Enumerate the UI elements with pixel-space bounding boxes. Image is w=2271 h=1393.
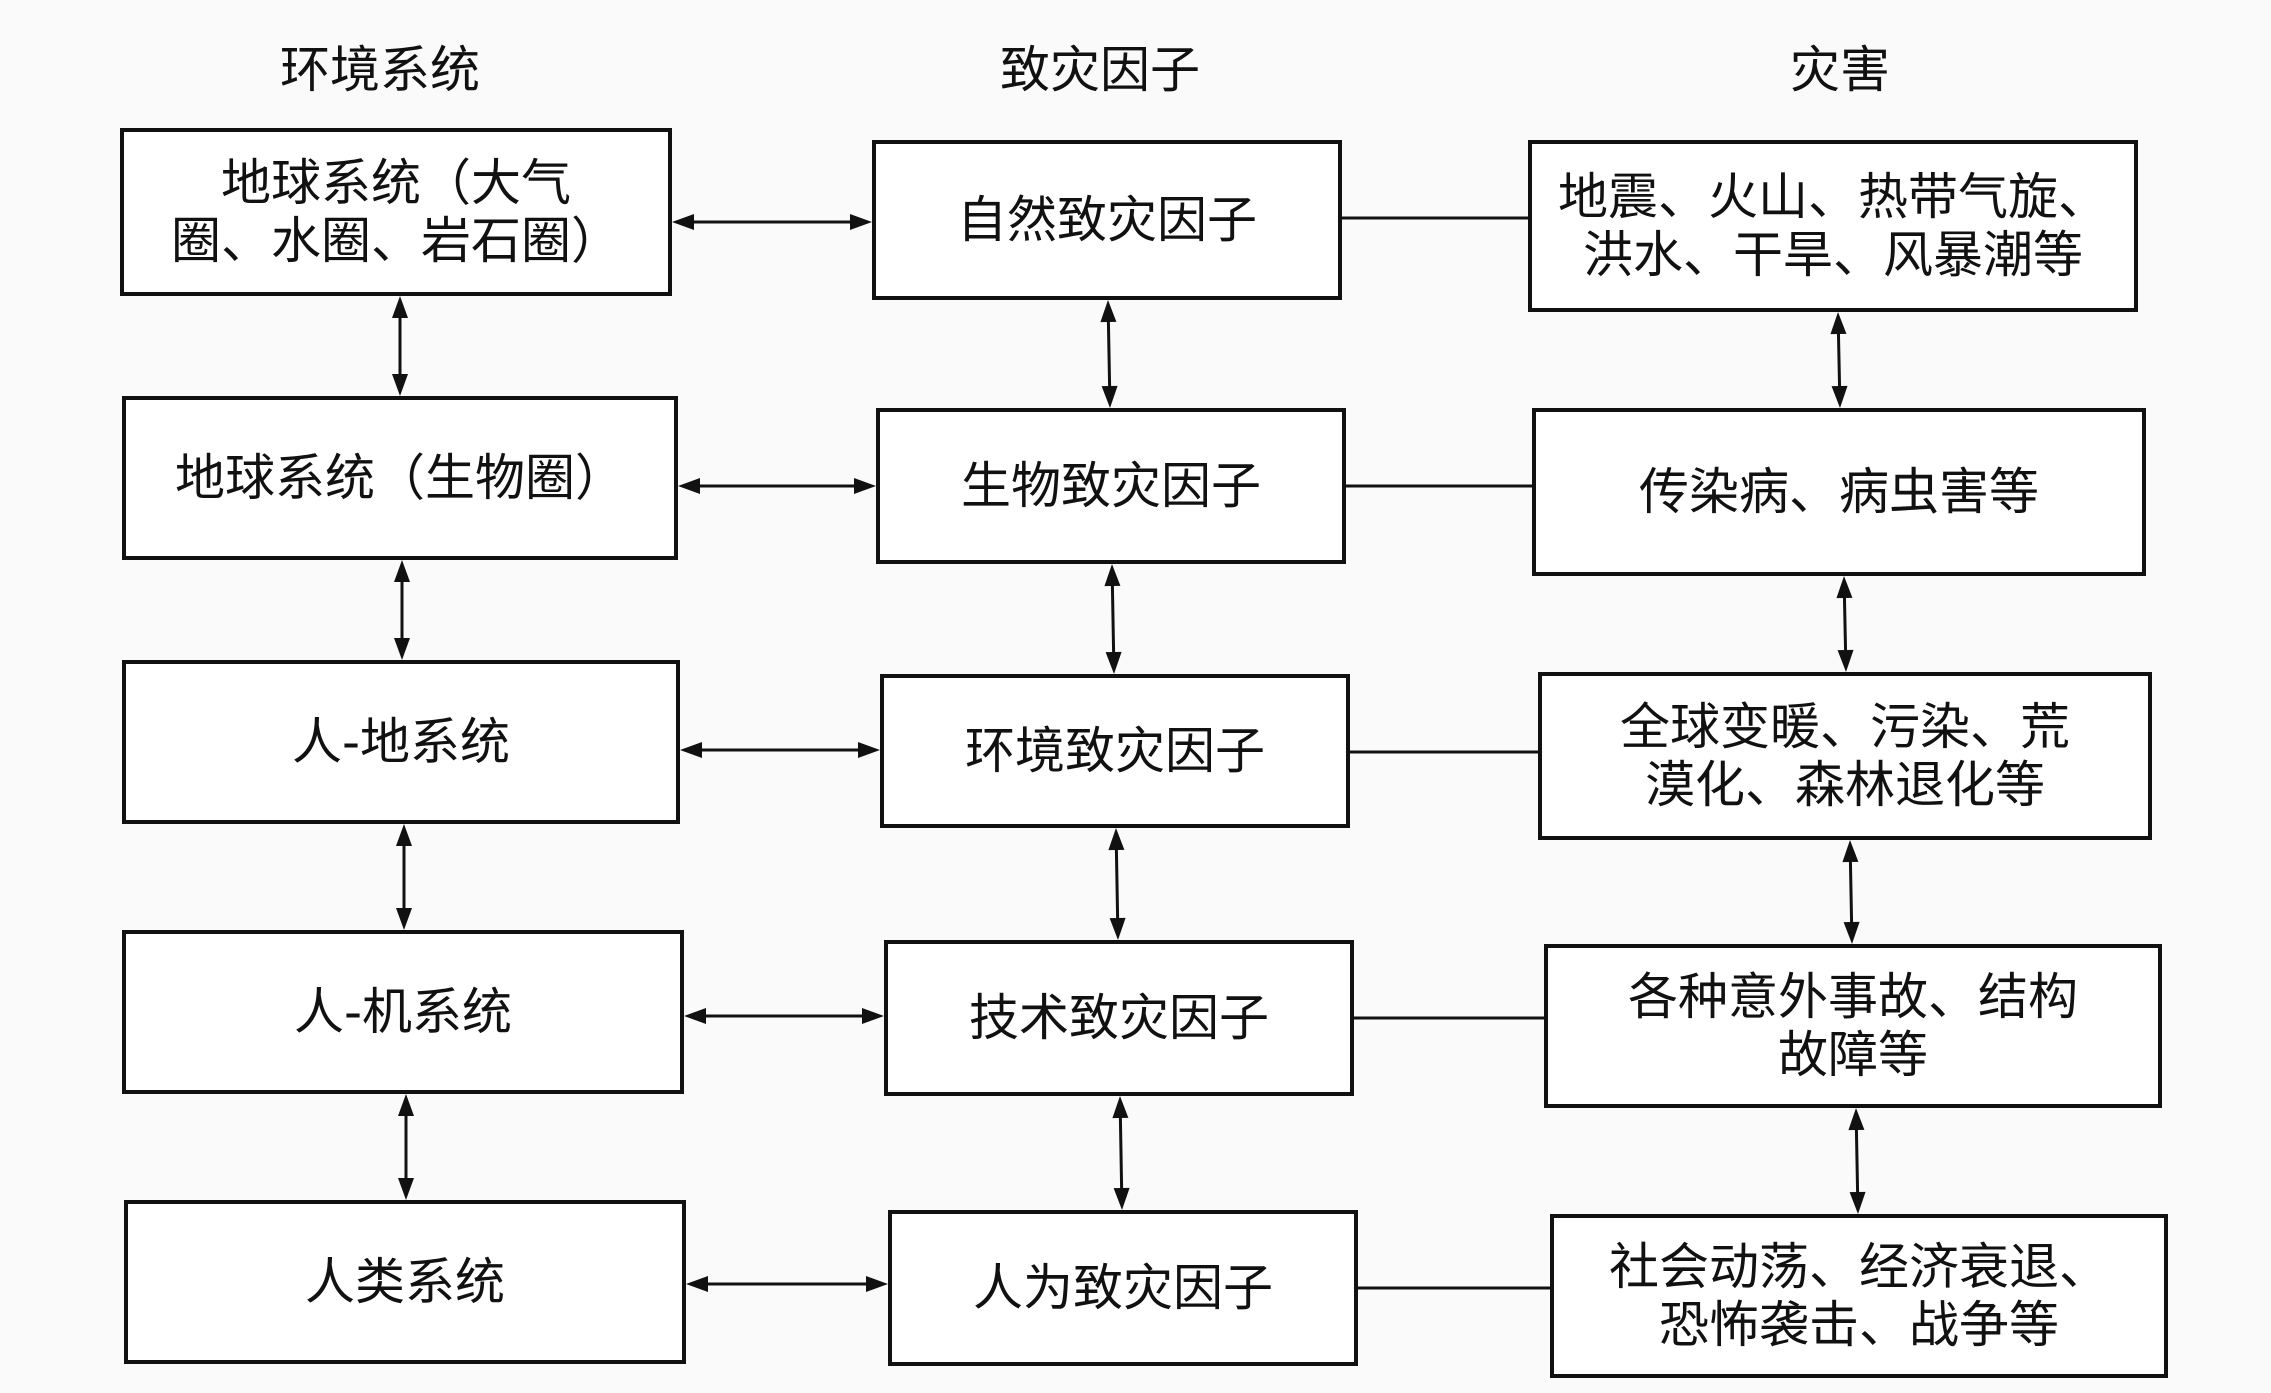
env-factor-arrow-row-5-head-end	[866, 1276, 888, 1292]
disaster-box-technological: 各种意外事故、结构 故障等	[1544, 944, 2162, 1108]
env-box-human-machine: 人-机系统	[122, 930, 684, 1094]
env-box-human: 人类系统	[124, 1200, 686, 1364]
disaster-vertical-arrow-3-head-start	[1842, 840, 1859, 863]
disaster-vertical-arrow-2-head-start	[1836, 576, 1853, 599]
env-vertical-arrow-4-head-end	[398, 1178, 414, 1200]
factor-vertical-arrow-2	[1110, 583, 1116, 655]
header-disasters: 灾害	[1790, 41, 1890, 99]
disaster-vertical-arrow-4-head-start	[1848, 1108, 1865, 1131]
disaster-vertical-arrow-3-head-end	[1843, 921, 1860, 944]
header-disaster-factors: 致灾因子	[1000, 41, 1200, 99]
disaster-box-environmental-line-2: 漠化、森林退化等	[1645, 756, 2045, 814]
disaster-vertical-arrow-4-head-end	[1849, 1191, 1866, 1214]
env-box-human-label: 人类系统	[305, 1253, 505, 1311]
env-factor-arrow-row-2-head-start	[678, 478, 700, 494]
disaster-box-natural: 地震、火山、热带气旋、 洪水、干旱、风暴潮等	[1528, 140, 2138, 312]
env-factor-arrow-row-4-head-start	[684, 1008, 706, 1024]
disaster-box-anthropogenic-line-2: 恐怖袭击、战争等	[1659, 1296, 2059, 1354]
factor-box-environmental-label: 环境致灾因子	[965, 722, 1265, 780]
factor-vertical-arrow-3-head-end	[1109, 917, 1126, 940]
disaster-vertical-arrow-2	[1842, 595, 1848, 653]
factor-vertical-arrow-1-head-start	[1100, 300, 1117, 323]
disaster-vertical-arrow-2-head-end	[1837, 649, 1854, 672]
factor-box-anthropogenic: 人为致灾因子	[888, 1210, 1358, 1366]
env-factor-arrow-row-3-head-end	[858, 742, 880, 758]
env-vertical-arrow-3-head-start	[396, 824, 412, 846]
factor-vertical-arrow-3	[1114, 847, 1120, 921]
env-box-human-earth: 人-地系统	[122, 660, 680, 824]
disaster-vertical-arrow-1-head-end	[1831, 385, 1848, 408]
factor-box-natural: 自然致灾因子	[872, 140, 1342, 300]
env-box-earth-biosphere-label: 地球系统（生物圈）	[175, 449, 625, 507]
factor-vertical-arrow-1	[1106, 319, 1112, 389]
env-factor-arrow-row-5-head-start	[686, 1276, 708, 1292]
factor-vertical-arrow-3-head-start	[1108, 828, 1125, 851]
disaster-box-anthropogenic: 社会动荡、经济衰退、 恐怖袭击、战争等	[1550, 1214, 2168, 1378]
factor-vertical-arrow-2-head-end	[1105, 651, 1122, 674]
env-vertical-arrow-1-head-start	[392, 296, 408, 318]
env-box-earth-physical: 地球系统（大气 圈、水圈、岩石圈）	[120, 128, 672, 296]
disaster-box-technological-line-1: 各种意外事故、结构	[1628, 968, 2078, 1026]
env-factor-arrow-row-1-head-start	[672, 214, 694, 230]
factor-vertical-arrow-4	[1118, 1115, 1124, 1191]
factor-box-natural-label: 自然致灾因子	[957, 191, 1257, 249]
factor-vertical-arrow-2-head-start	[1104, 564, 1121, 587]
factor-box-anthropogenic-label: 人为致灾因子	[973, 1259, 1273, 1317]
disaster-box-natural-line-2: 洪水、干旱、风暴潮等	[1583, 226, 2083, 284]
factor-box-technological: 技术致灾因子	[884, 940, 1354, 1096]
env-vertical-arrow-2-head-start	[394, 560, 410, 582]
factor-box-biological: 生物致灾因子	[876, 408, 1346, 564]
env-factor-arrow-row-3-head-start	[680, 742, 702, 758]
disaster-vertical-arrow-1	[1836, 331, 1842, 389]
env-vertical-arrow-2-head-end	[394, 638, 410, 660]
factor-vertical-arrow-4-head-end	[1113, 1187, 1130, 1210]
env-vertical-arrow-4-head-start	[398, 1094, 414, 1116]
factor-vertical-arrow-1-head-end	[1101, 385, 1118, 408]
env-box-earth-physical-line-1: 地球系统（大气	[221, 154, 571, 212]
disaster-box-technological-line-2: 故障等	[1778, 1026, 1928, 1084]
env-box-human-machine-label: 人-机系统	[293, 983, 513, 1041]
factor-box-technological-label: 技术致灾因子	[969, 989, 1269, 1047]
env-vertical-arrow-1-head-end	[392, 374, 408, 396]
factor-vertical-arrow-4-head-start	[1112, 1096, 1129, 1119]
env-factor-arrow-row-4-head-end	[862, 1008, 884, 1024]
disaster-box-natural-line-1: 地震、火山、热带气旋、	[1558, 168, 2108, 226]
env-box-human-earth-label: 人-地系统	[291, 713, 511, 771]
disaster-vertical-arrow-4	[1854, 1127, 1860, 1195]
disaster-box-environmental: 全球变暖、污染、荒 漠化、森林退化等	[1538, 672, 2152, 840]
env-box-earth-biosphere: 地球系统（生物圈）	[122, 396, 678, 560]
disaster-box-biological-label: 传染病、病虫害等	[1639, 463, 2039, 521]
env-box-earth-physical-line-2: 圈、水圈、岩石圈）	[171, 212, 621, 270]
env-factor-arrow-row-1-head-end	[850, 214, 872, 230]
header-environment-system: 环境系统	[280, 41, 480, 99]
factor-box-biological-label: 生物致灾因子	[961, 457, 1261, 515]
disaster-vertical-arrow-1-head-start	[1830, 312, 1847, 335]
disaster-box-environmental-line-1: 全球变暖、污染、荒	[1620, 698, 2070, 756]
env-vertical-arrow-3-head-end	[396, 908, 412, 930]
disaster-box-biological: 传染病、病虫害等	[1532, 408, 2146, 576]
disaster-box-anthropogenic-line-1: 社会动荡、经济衰退、	[1609, 1238, 2109, 1296]
factor-box-environmental: 环境致灾因子	[880, 674, 1350, 828]
disaster-vertical-arrow-3	[1848, 859, 1854, 925]
env-factor-arrow-row-2-head-end	[854, 478, 876, 494]
